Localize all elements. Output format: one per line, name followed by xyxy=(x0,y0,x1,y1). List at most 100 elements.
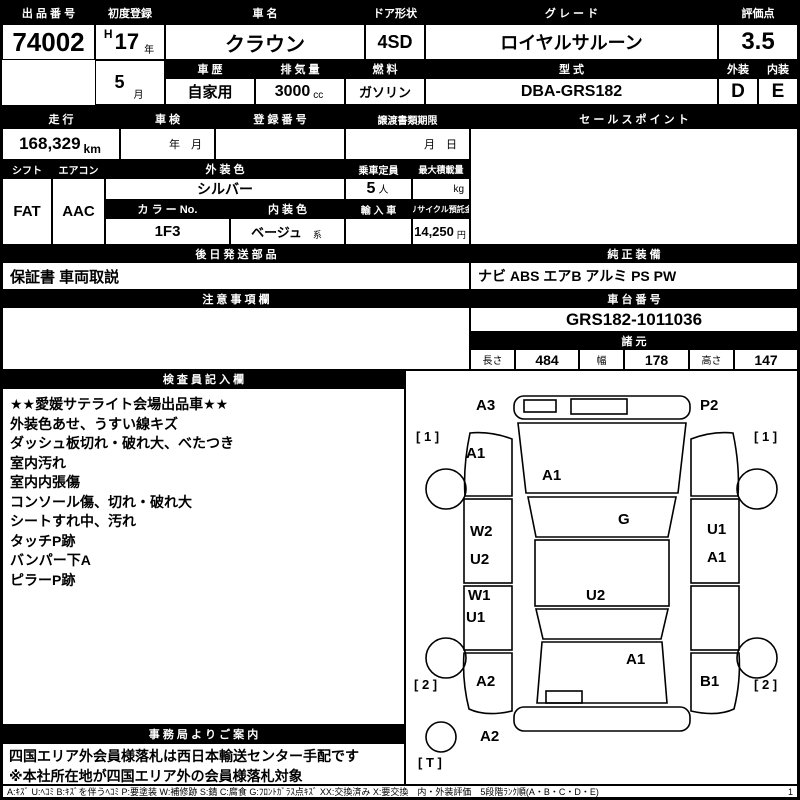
interior-color-suffix: 系 xyxy=(312,230,322,240)
month-unit: 月 xyxy=(133,90,144,101)
chassis-number-value: GRS182-1011036 xyxy=(470,307,798,332)
exterior-color-value: シルバー xyxy=(105,178,345,200)
inspector-notes-area: ★★愛媛サテライト会場出品車★★ 外装色あせ、うすい線キズ ダッシュ板切れ・破れ… xyxy=(2,388,405,725)
aircon-header: エアコン xyxy=(52,160,105,178)
damage-code: A1 xyxy=(466,445,486,462)
wheel-marker: [ 2 ] xyxy=(414,677,438,692)
left-panels xyxy=(462,431,513,715)
right-panels xyxy=(690,431,741,715)
recycle-deposit-amount: 14,250 xyxy=(414,224,454,239)
displacement-number: 3000 xyxy=(274,82,311,100)
inspector-note-line: 外装色あせ、うすい線キズ xyxy=(10,415,178,432)
damage-code: A3 xyxy=(476,397,496,414)
color-no-header: カ ラ ー No. xyxy=(105,200,230,218)
damage-code: B1 xyxy=(700,673,720,690)
car-name-value: クラウン xyxy=(165,24,365,60)
mileage-unit: km xyxy=(83,142,101,156)
aircon-value: AAC xyxy=(52,178,105,245)
inspector-note-line: コンソール傷、切れ・破れ大 xyxy=(10,493,192,510)
office-info-area: 四国エリア外会員様落札は西日本輸送センター手配です ※本社所在地が四国エリア外の… xyxy=(2,743,405,785)
interior-color-value: ベージュ 系 xyxy=(230,218,345,245)
inspector-note-line: タッチP跡 xyxy=(10,532,76,549)
sales-point-header: セ ー ル ス ポ イ ン ト xyxy=(470,110,798,128)
capacity-header: 乗車定員 xyxy=(345,160,412,178)
color-no-value: 1F3 xyxy=(105,218,230,245)
damage-code: A2 xyxy=(476,673,496,690)
model-value: DBA-GRS182 xyxy=(425,78,718,105)
office-info-line: 四国エリア外会員様落札は西日本輸送センター手配です xyxy=(9,748,359,764)
interior-grade-header: 内装 xyxy=(758,60,798,78)
mileage-value: 168,329 km xyxy=(2,128,120,160)
registration-number-value xyxy=(215,128,345,160)
door-shape-header: ドア形状 xyxy=(365,2,425,24)
shift-value: FAT xyxy=(2,178,52,245)
history-value: 自家用 xyxy=(165,78,255,105)
chassis-number-header: 車 台 番 号 xyxy=(470,290,798,307)
interior-grade-value: E xyxy=(758,78,798,105)
height-value: 147 xyxy=(734,349,798,370)
damage-code: W1 xyxy=(468,587,491,604)
height-label: 高さ xyxy=(689,349,734,370)
capacity-unit: 人 xyxy=(378,185,389,196)
first-registration-month-number: 5 xyxy=(114,72,125,92)
mileage-number: 168,329 xyxy=(19,134,81,153)
spare-tire xyxy=(425,721,457,753)
caution-header: 注 意 事 項 欄 xyxy=(2,290,470,307)
equipment-header: 純 正 装 備 xyxy=(470,245,798,262)
damage-diagram: A3 P2 [ 1 ] [ 1 ] A1 A1 W2 U2 G U1 A1 W1… xyxy=(405,370,798,785)
inspector-note-line: 室内内張傷 xyxy=(10,474,80,490)
transfer-deadline-header: 譲渡書類期限 xyxy=(345,110,470,128)
car-name-header: 車 名 xyxy=(165,2,365,24)
max-load-header: 最大積載量 xyxy=(412,160,470,178)
interior-color-header: 内 装 色 xyxy=(230,200,345,218)
history-header: 車 歴 xyxy=(165,60,255,78)
first-registration-header: 初度登録 xyxy=(95,2,165,24)
score-header: 評価点 xyxy=(718,2,798,24)
wheel-marker: [ 1 ] xyxy=(416,429,440,444)
inspection-expiry-value: 年 月 xyxy=(120,128,215,160)
max-load-value: kg xyxy=(412,178,470,200)
exterior-grade-header: 外装 xyxy=(718,60,758,78)
interior-color-name: ベージュ xyxy=(251,225,302,240)
inspector-notes-header: 検 査 員 記 入 欄 xyxy=(2,370,405,388)
width-label: 幅 xyxy=(579,349,624,370)
displacement-header: 排 気 量 xyxy=(255,60,345,78)
era-mark: H xyxy=(103,27,113,41)
recycle-deposit-unit: 円 xyxy=(456,230,466,240)
exterior-grade-value: D xyxy=(718,78,758,105)
inspector-note-line: シートすれ中、汚れ xyxy=(10,513,136,529)
capacity-number: 5 xyxy=(366,180,376,197)
first-registration-year: H 17 年 xyxy=(95,24,165,60)
wheels xyxy=(425,468,778,753)
registration-number-header: 登 録 番 号 xyxy=(215,110,345,128)
inspector-note-line: ★★愛媛サテライト会場出品車★★ xyxy=(10,396,229,412)
length-value: 484 xyxy=(515,349,579,370)
exterior-color-header: 外 装 色 xyxy=(105,160,345,178)
inspection-expiry-header: 車 検 xyxy=(120,110,215,128)
damage-code: U1 xyxy=(707,521,727,538)
import-header: 輸 入 車 xyxy=(345,200,412,218)
fuel-value: ガソリン xyxy=(345,78,425,105)
later-parts-header: 後 日 発 送 部 品 xyxy=(2,245,470,262)
mileage-header: 走 行 xyxy=(2,110,120,128)
car-body xyxy=(513,395,691,732)
inspector-note-line: バンパー下A xyxy=(10,552,91,568)
legend-text: A:ｷｽﾞ U:ﾍｺﾐ B:ｷｽﾞを伴うﾍｺﾐ P:要塗装 W:補修跡 S:錆 … xyxy=(7,787,599,797)
width-value: 178 xyxy=(624,349,689,370)
damage-code: G xyxy=(618,511,630,528)
year-unit: 年 xyxy=(144,45,155,56)
legend: A:ｷｽﾞ U:ﾍｺﾐ B:ｷｽﾞを伴うﾍｺﾐ P:要塗装 W:補修跡 S:錆 … xyxy=(2,785,798,798)
legend-page-number: 1 xyxy=(787,786,793,797)
wheel-marker: [ 1 ] xyxy=(754,429,778,444)
inspector-note-line: 室内汚れ xyxy=(10,454,66,471)
office-info-header: 事 務 局 よ り ご 案 内 xyxy=(2,725,405,743)
wheel-marker: [ 2 ] xyxy=(754,677,778,692)
damage-code: U2 xyxy=(586,587,606,604)
damage-code: U2 xyxy=(470,551,490,568)
equipment-value: ナビ ABS エアB アルミ PS PW xyxy=(470,262,798,290)
grade-value: ロイヤルサルーン xyxy=(425,24,718,60)
office-info-line: ※本社所在地が四国エリア外の会員様落札対象 xyxy=(9,767,303,784)
caution-area xyxy=(2,307,470,370)
capacity-value: 5 人 xyxy=(345,178,412,200)
